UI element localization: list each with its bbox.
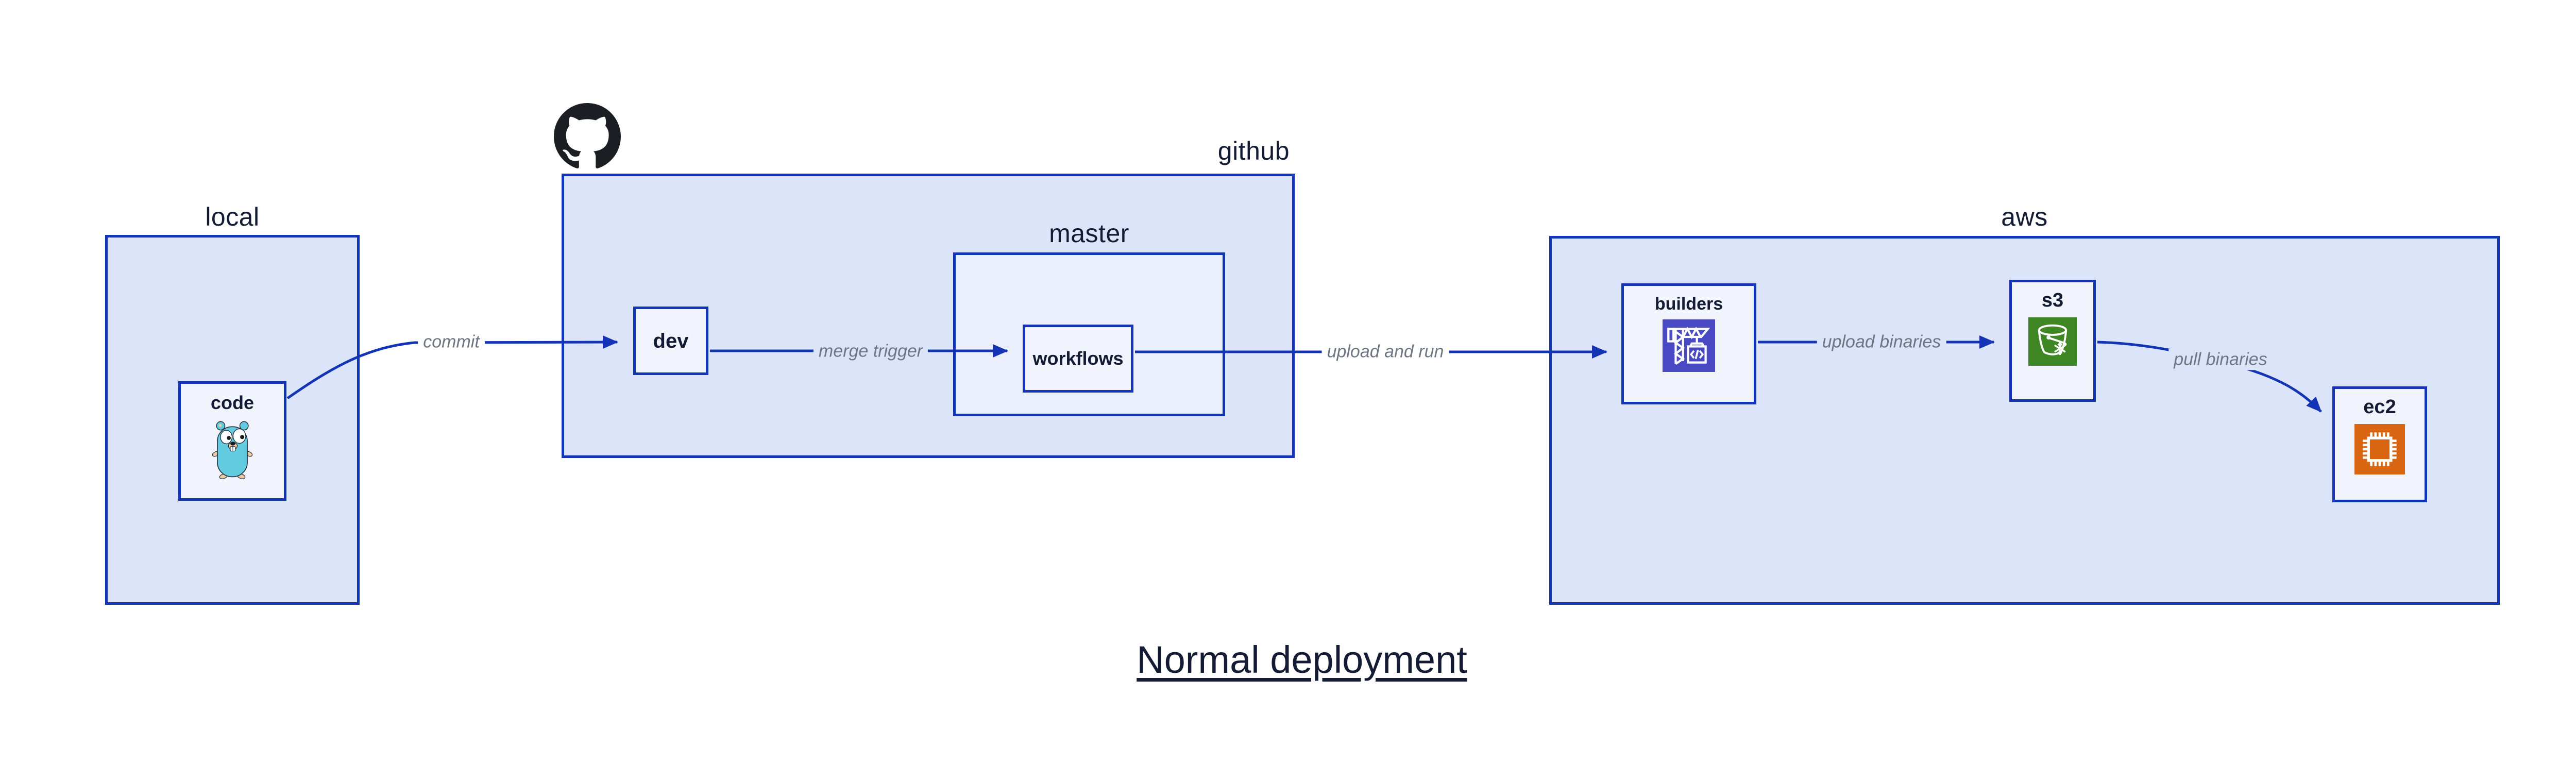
group-label-master: master xyxy=(1049,219,1129,248)
node-label-code: code xyxy=(210,392,255,413)
edge-label-upload-and-run: upload and run xyxy=(1321,341,1449,363)
group-label-local: local xyxy=(205,202,260,231)
go-gopher-icon xyxy=(211,418,253,480)
node-ec2: ec2 xyxy=(2332,386,2427,502)
node-dev: dev xyxy=(633,307,708,375)
edge-label-pull-binaries: pull binaries xyxy=(2168,349,2273,370)
node-label-s3: s3 xyxy=(2041,290,2064,311)
edge-label-upload-binaries: upload binaries xyxy=(1817,331,1946,353)
edge-label-merge-trigger: merge trigger xyxy=(813,341,928,362)
aws-codebuild-crane-icon xyxy=(1663,319,1715,372)
node-builders: builders xyxy=(1621,283,1756,404)
node-label-builders: builders xyxy=(1654,294,1723,314)
edge-label-commit: commit xyxy=(418,331,485,353)
group-label-aws: aws xyxy=(2001,202,2048,231)
group-label-github: github xyxy=(1217,137,1290,165)
node-label-dev: dev xyxy=(653,329,689,352)
aws-ec2-chip-icon xyxy=(2354,423,2405,474)
node-label-ec2: ec2 xyxy=(2363,396,2396,418)
node-label-workflows: workflows xyxy=(1032,348,1124,369)
diagram-title: Normal deployment xyxy=(1137,638,1467,681)
github-octocat-icon xyxy=(554,103,621,170)
aws-s3-bucket-icon xyxy=(2028,317,2077,366)
node-workflows: workflows xyxy=(1023,325,1133,393)
node-s3: s3 xyxy=(2009,280,2096,402)
node-code: code xyxy=(178,381,286,501)
